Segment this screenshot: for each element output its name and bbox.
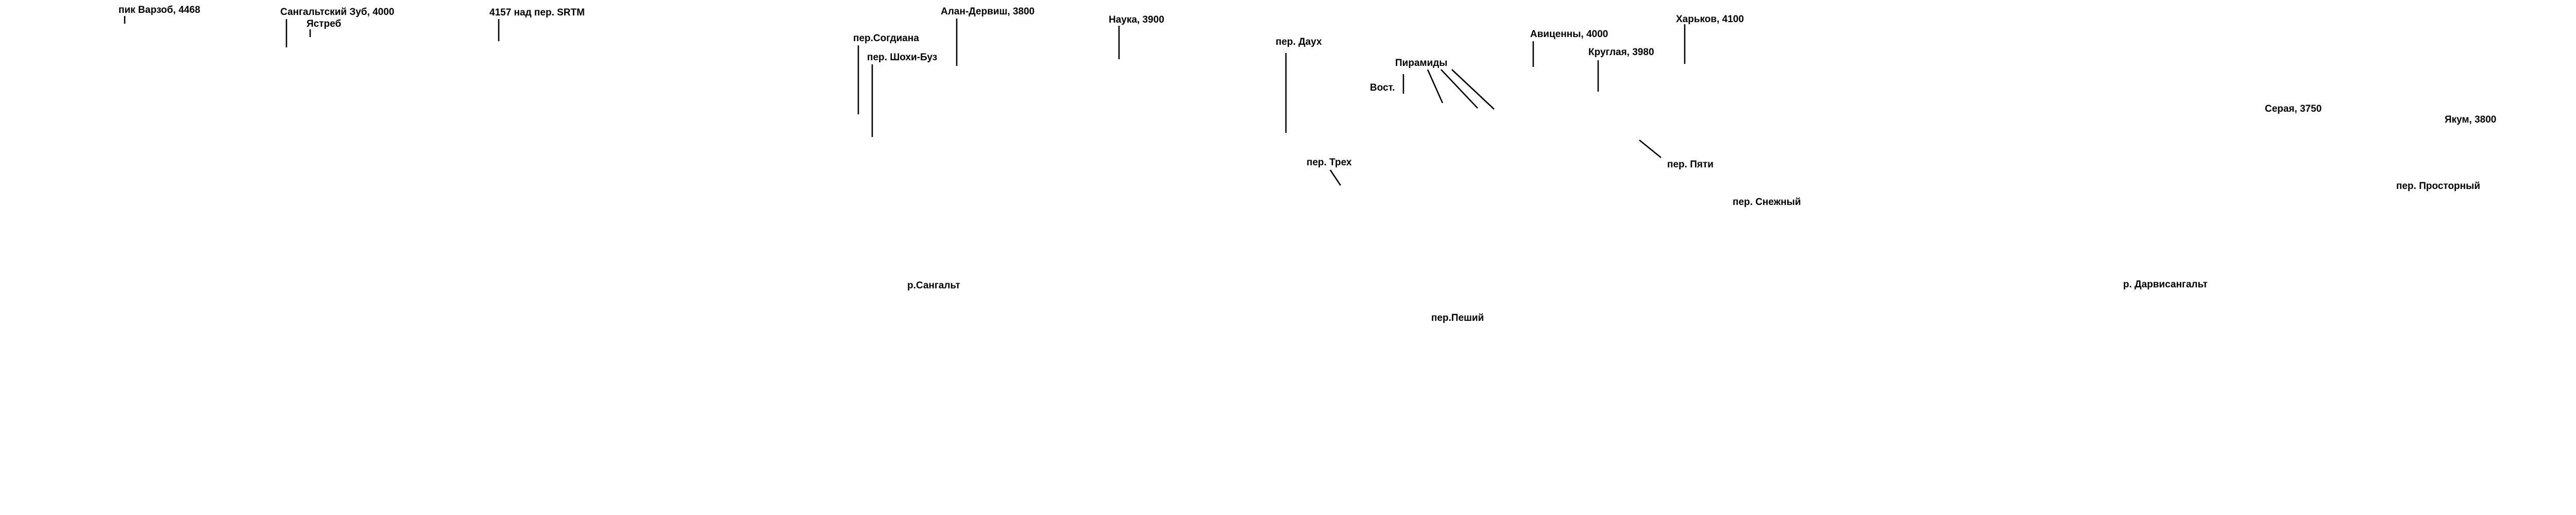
label-pyati: пер. Пяти xyxy=(1667,159,1714,170)
leader-piramidy-1 xyxy=(1427,69,1444,104)
label-yastreb: Ястреб xyxy=(307,19,342,29)
label-vost: Вост. xyxy=(1370,82,1395,93)
leader-trekh xyxy=(1329,169,1342,186)
label-piramidy: Пирамиды xyxy=(1395,58,1448,68)
label-snezhny: пер. Снежный xyxy=(1733,197,1801,208)
label-kruglaya: Круглая, 3980 xyxy=(1588,47,1654,58)
label-daukh: пер. Даух xyxy=(1276,37,1322,47)
label-r-darvisangalt: р. Дарвисангальт xyxy=(2123,279,2208,290)
label-seraya: Серая, 3750 xyxy=(2265,104,2322,114)
label-yakum: Якум, 3800 xyxy=(2445,114,2497,125)
leader-piramidy-3 xyxy=(1451,69,1495,110)
label-trekh: пер. Трех xyxy=(1307,157,1352,168)
label-p4157: 4157 над пер. SRTM xyxy=(489,7,585,18)
label-varzob: пик Варзоб, 4468 xyxy=(118,5,200,15)
label-peshiy: пер.Пеший xyxy=(1431,313,1484,323)
label-sangalt-zub: Сангальтский Зуб, 4000 xyxy=(280,7,395,18)
leader-piramidy-2 xyxy=(1440,69,1478,109)
leader-pyati xyxy=(1639,139,1662,159)
label-shohi-buz: пер. Шохи-Буз xyxy=(867,52,938,63)
label-avicenna: Авиценны, 4000 xyxy=(1530,29,1608,40)
label-alan-dervish: Алан-Дервиш, 3800 xyxy=(941,6,1035,17)
label-prostorny: пер. Просторный xyxy=(2396,181,2481,192)
label-nauka: Наука, 3900 xyxy=(1109,14,1164,25)
label-sogdiana: пер.Согдиана xyxy=(853,33,919,44)
label-kharkov: Харьков, 4100 xyxy=(1676,14,1744,25)
label-r-sangalt: р.Сангальт xyxy=(907,280,960,291)
